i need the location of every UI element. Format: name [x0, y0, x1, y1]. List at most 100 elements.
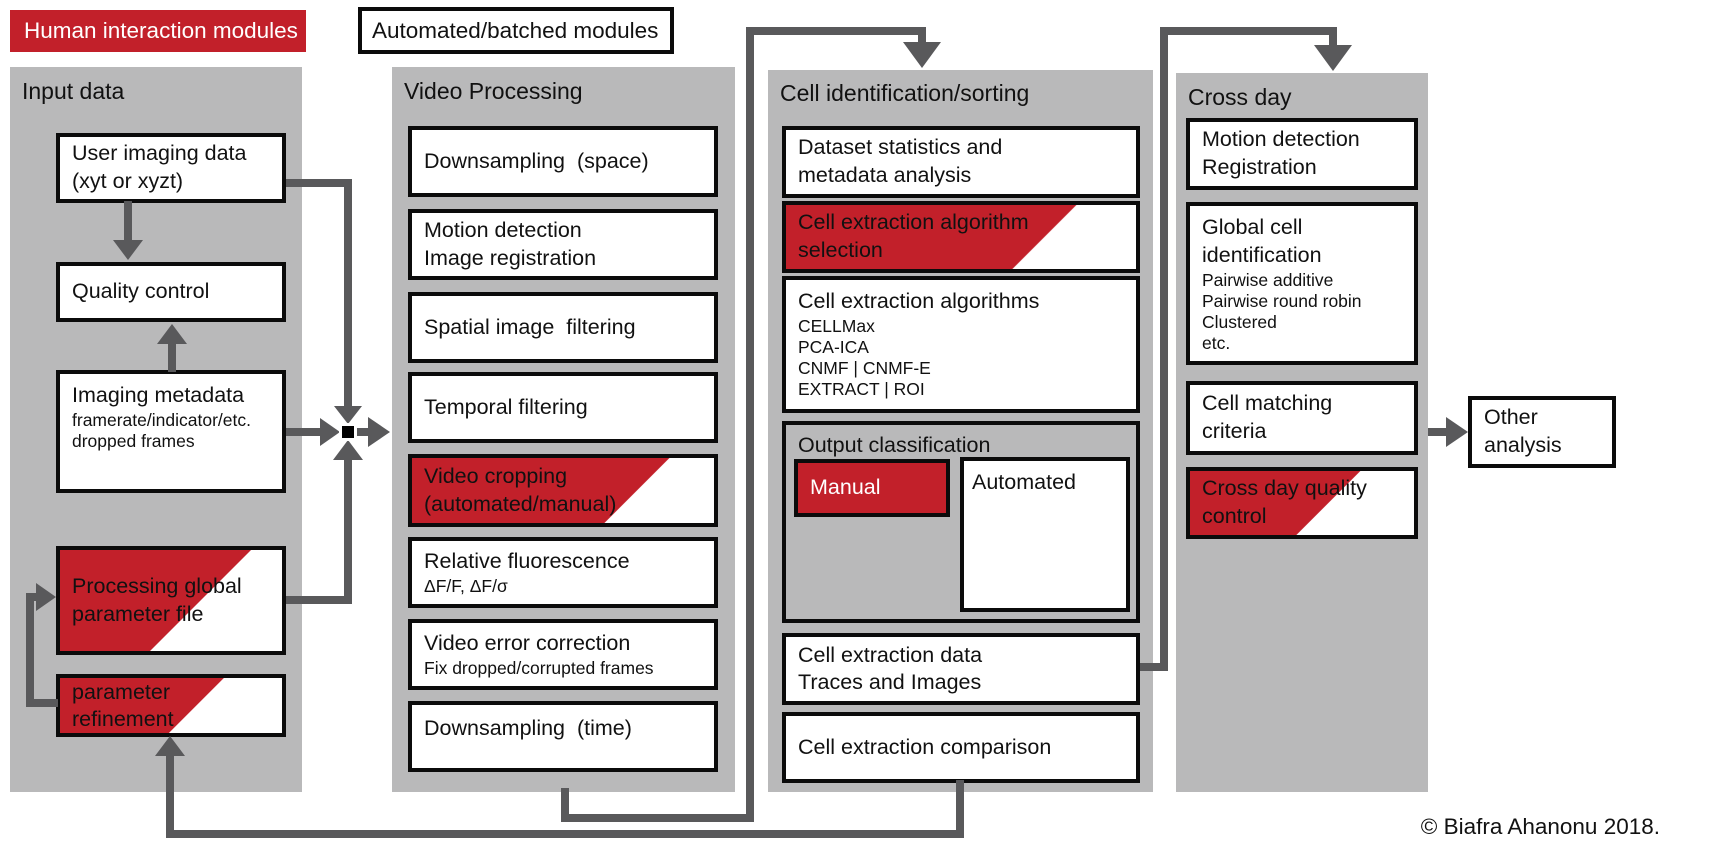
connector-video-bottom-stub: [561, 788, 569, 822]
legend-human-interaction-modules: Human interaction modules: [10, 10, 306, 52]
box-parameter-refinement: parameter refinement: [56, 674, 286, 737]
arrowhead-up-into-quality-control: [157, 324, 187, 344]
box-line: Cross day quality: [1202, 476, 1367, 501]
box-line: Registration: [1202, 155, 1317, 179]
cross-day-title: Cross day: [1188, 84, 1292, 110]
legend-human-label: Human interaction modules: [24, 18, 298, 43]
output-classification-title: Output classification: [798, 433, 991, 457]
arrowhead-down-into-cross-day: [1314, 45, 1352, 71]
box-imaging-metadata: Imaging metadata framerate/indicator/etc…: [56, 370, 286, 493]
connector-feedback-left-v: [166, 754, 174, 838]
connector-extractiondata-stub: [1140, 663, 1168, 671]
box-subline: etc.: [1202, 332, 1231, 353]
box-subline: PCA-ICA: [798, 336, 869, 357]
arrowhead-down-into-cell-identification: [903, 42, 941, 68]
box-line: Manual: [810, 475, 881, 500]
box-title: Video error correction: [424, 631, 631, 656]
box-cell-extraction-data: Cell extraction data Traces and Images: [782, 633, 1140, 705]
box-line: Spatial image filtering: [424, 314, 636, 339]
box-cell-matching-criteria: Cell matching criteria: [1186, 381, 1418, 455]
box-line: Processing global: [72, 573, 242, 598]
box-title: Imaging metadata: [72, 383, 245, 407]
box-processing-global-parameter-file: Processing global parameter file: [56, 546, 286, 655]
arrowhead-down-into-quality-control: [113, 240, 143, 260]
box-manual-classification: Manual: [794, 459, 950, 517]
connector-cellid-to-crossday-v: [1160, 27, 1168, 671]
box-line: Traces and Images: [798, 670, 982, 694]
connector-paramfile-elbow-v: [344, 452, 352, 600]
box-title: Relative fluorescence: [424, 549, 630, 574]
box-global-cell-identification: Global cell identification Pairwise addi…: [1186, 202, 1418, 365]
box-downsampling-time: Downsampling (time): [408, 701, 718, 772]
box-subline: EXTRACT | ROI: [798, 378, 925, 399]
box-temporal-filtering: Temporal filtering: [408, 372, 718, 443]
box-subline: dropped frames: [72, 430, 195, 451]
box-subline: framerate/indicator/etc.: [72, 409, 251, 430]
arrowhead-up-into-junction: [333, 440, 363, 460]
connector-refinement-loop-bottom: [26, 699, 58, 707]
connector-paramfile-elbow-h: [286, 596, 352, 604]
connector-junction-to-video: [356, 428, 370, 436]
box-line: control: [1202, 504, 1267, 528]
junction-node: [339, 423, 357, 441]
box-subline: CELLMax: [798, 315, 875, 336]
box-line: Downsampling (space): [424, 148, 649, 173]
box-subline: Pairwise additive: [1202, 269, 1334, 290]
box-line: Cell extraction comparison: [798, 734, 1052, 759]
connector-crossday-to-other: [1428, 428, 1448, 436]
box-video-error-correction: Video error correction Fix dropped/corru…: [408, 619, 718, 690]
box-subline: Pairwise round robin: [1202, 290, 1362, 311]
copyright-text: © Biafra Ahanonu 2018.: [1420, 814, 1660, 839]
box-relative-fluorescence: Relative fluorescence ΔF/F, ΔF/σ: [408, 537, 718, 608]
arrowhead-right-into-junction: [320, 418, 340, 446]
box-line: selection: [798, 238, 883, 262]
box-line: Video cropping: [424, 463, 568, 488]
box-motion-detection-registration: Motion detection Image registration: [408, 209, 718, 280]
box-subline: CNMF | CNMF-E: [798, 357, 931, 378]
connector-video-bottom-h: [561, 814, 754, 822]
box-line: Automated: [972, 470, 1076, 494]
box-crossday-motion-registration: Motion detection Registration: [1186, 118, 1418, 190]
box-cross-day-quality-control: Cross day quality control: [1186, 467, 1418, 539]
connector-video-to-cellid-v: [746, 27, 754, 822]
box-subline: Fix dropped/corrupted frames: [424, 657, 654, 678]
video-processing-title: Video Processing: [404, 78, 583, 104]
connector-comparison-down: [956, 780, 964, 838]
box-line: parameter file: [72, 601, 204, 626]
box-title: identification: [1202, 242, 1322, 267]
box-line: (automated/manual): [424, 491, 617, 516]
input-data-title: Input data: [22, 78, 125, 104]
connector-cellid-to-crossday-h: [1160, 27, 1337, 35]
box-subline: Clustered: [1202, 311, 1277, 332]
arrowhead-right-into-video-processing: [368, 417, 390, 447]
box-line: Quality control: [72, 279, 210, 304]
connector-userdata-elbow-h: [286, 179, 348, 187]
box-line: Cell extraction algorithm: [798, 210, 1029, 235]
cell-identification-title: Cell identification/sorting: [780, 80, 1030, 106]
box-subline: ΔF/F, ΔF/σ: [424, 575, 508, 596]
connector-refinement-loop-top: [26, 593, 38, 601]
box-quality-control: Quality control: [56, 262, 286, 322]
box-line: User imaging data: [72, 141, 247, 166]
box-line: Dataset statistics and: [798, 135, 1003, 160]
arrowhead-up-into-parameter-refinement: [155, 736, 185, 756]
connector-refinement-loop-v: [26, 593, 34, 707]
box-line: Motion detection: [1202, 127, 1360, 152]
box-spatial-image-filtering: Spatial image filtering: [408, 292, 718, 363]
box-other-analysis: Other analysis: [1468, 396, 1616, 468]
box-user-imaging-data: User imaging data (xyt or xyzt): [56, 133, 286, 203]
connector-video-to-cellid-h: [746, 27, 926, 35]
connector-video-to-cellid-stub: [918, 27, 926, 43]
box-cell-extraction-algorithm-selection: Cell extraction algorithm selection: [782, 201, 1140, 273]
box-downsampling-space: Downsampling (space): [408, 126, 718, 197]
box-line: Image registration: [424, 245, 597, 270]
box-line: Cell extraction data: [798, 643, 983, 668]
box-line: (xyt or xyzt): [72, 169, 184, 193]
box-line: parameter: [72, 680, 170, 705]
arrowhead-right-into-other-analysis: [1446, 417, 1468, 447]
box-line: Downsampling (time): [424, 716, 632, 740]
box-line: refinement: [72, 706, 174, 731]
connector-feedback-bottom-h: [166, 830, 964, 838]
box-automated-classification: Automated: [960, 457, 1130, 612]
